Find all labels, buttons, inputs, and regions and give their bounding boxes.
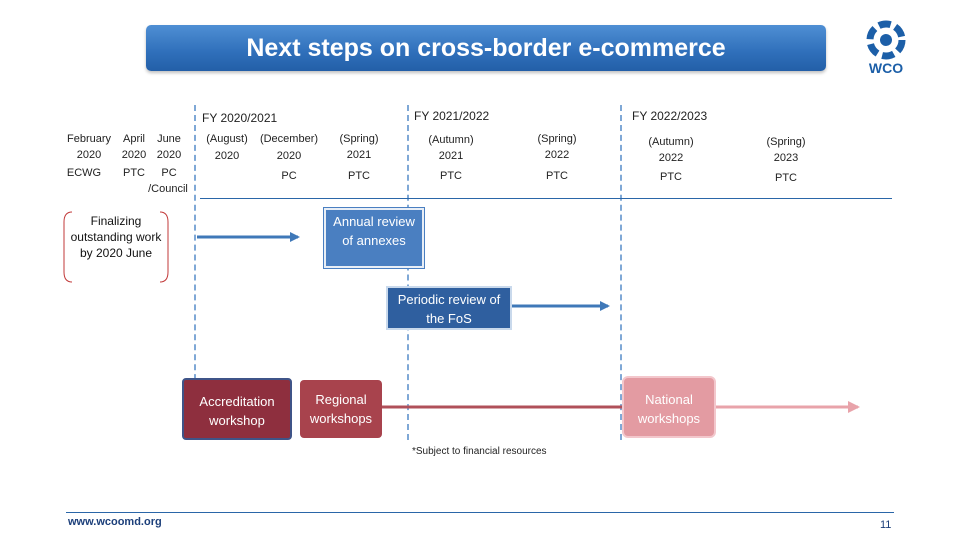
annual-review-box: Annual review of annexes bbox=[324, 208, 424, 268]
col-year: 2021 bbox=[346, 149, 372, 161]
periodic-review-box: Periodic review of the FoS bbox=[386, 286, 512, 330]
col-period: (Autumn) bbox=[648, 136, 694, 148]
header-rule bbox=[200, 198, 892, 199]
col-period: (Spring) bbox=[766, 136, 806, 148]
left-col-year: 2020 bbox=[156, 149, 182, 161]
left-col-year: 2020 bbox=[76, 149, 102, 161]
timeline-divider bbox=[620, 105, 622, 440]
col-body: PTC bbox=[775, 172, 797, 184]
timeline-divider bbox=[194, 105, 196, 440]
col-year: 2022 bbox=[544, 149, 570, 161]
left-col-body: PC bbox=[161, 167, 177, 179]
col-body: PC bbox=[281, 170, 297, 182]
accreditation-box: Accreditation workshop bbox=[182, 378, 292, 440]
col-year: 2021 bbox=[438, 150, 464, 162]
fy-label: FY 2022/2023 bbox=[632, 109, 708, 123]
left-col-month: June bbox=[157, 133, 181, 145]
right-bracket bbox=[159, 211, 169, 283]
fy-label: FY 2021/2022 bbox=[414, 109, 490, 123]
col-year: 2022 bbox=[658, 152, 684, 164]
col-period: (Autumn) bbox=[428, 134, 474, 146]
wco-logo-icon bbox=[866, 20, 906, 60]
left-col-body: PTC bbox=[123, 167, 145, 179]
national-box: National workshops bbox=[622, 376, 716, 438]
col-body: PTC bbox=[348, 170, 370, 182]
left-col-body: /Council bbox=[148, 183, 188, 195]
left-col-year: 2020 bbox=[121, 149, 147, 161]
footer-url[interactable]: www.wcoomd.org bbox=[68, 516, 162, 528]
col-year: 2020 bbox=[276, 150, 302, 162]
footnote: *Subject to financial resources bbox=[412, 446, 547, 457]
col-period: (December) bbox=[259, 133, 319, 145]
page-number: 11 bbox=[880, 519, 892, 531]
logo-text: WCO bbox=[868, 60, 904, 76]
col-period: (Spring) bbox=[339, 133, 379, 145]
col-body: PTC bbox=[660, 171, 682, 183]
left-col-month: February bbox=[66, 133, 112, 145]
timeline-divider bbox=[407, 105, 409, 440]
col-year: 2023 bbox=[773, 152, 799, 164]
col-body: PTC bbox=[546, 170, 568, 182]
footer-rule bbox=[66, 512, 894, 513]
col-year: 2020 bbox=[214, 150, 240, 162]
col-period: (Spring) bbox=[537, 133, 577, 145]
fy-label: FY 2020/2021 bbox=[202, 111, 278, 125]
left-col-month: April bbox=[122, 133, 145, 145]
left-col-body: ECWG bbox=[66, 167, 102, 179]
regional-box: Regional workshops bbox=[300, 380, 382, 438]
left-bracket bbox=[63, 211, 73, 283]
col-period: (August) bbox=[206, 133, 248, 145]
page-title: Next steps on cross-border e-commerce bbox=[146, 25, 826, 71]
col-body: PTC bbox=[440, 170, 462, 182]
finalizing-text: Finalizing outstanding work by 2020 June bbox=[70, 214, 162, 260]
